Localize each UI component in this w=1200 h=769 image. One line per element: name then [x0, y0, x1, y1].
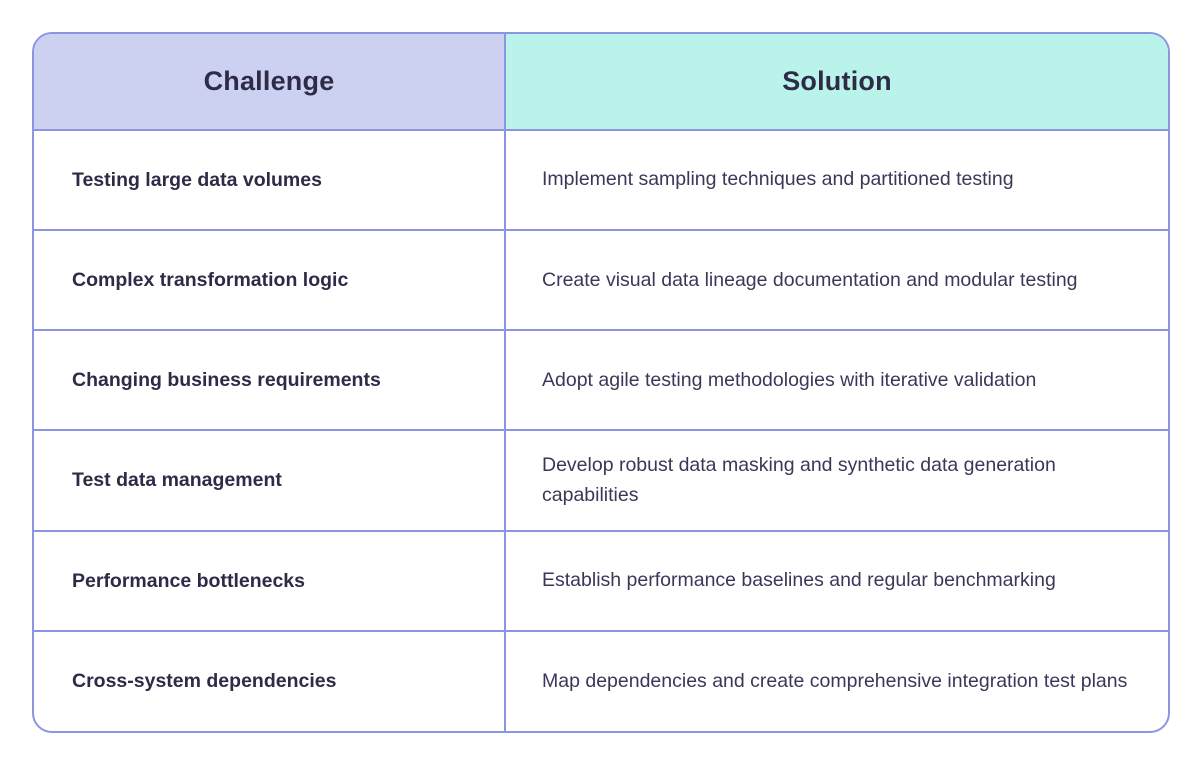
cell-challenge: Changing business requirements: [34, 329, 506, 431]
column-header-challenge: Challenge: [34, 34, 506, 131]
cell-solution: Map dependencies and create comprehensiv…: [505, 629, 1168, 731]
column-header-solution: Solution: [505, 34, 1168, 131]
table-row: Testing large data volumes Implement sam…: [34, 130, 1168, 231]
cell-challenge: Performance bottlenecks: [34, 529, 506, 631]
solution-text: Map dependencies and create comprehensiv…: [542, 669, 1128, 692]
solution-text: Establish performance baselines and regu…: [542, 569, 1056, 592]
table-body: Testing large data volumes Implement sam…: [34, 130, 1168, 731]
challenge-text: Cross-system dependencies: [72, 670, 337, 693]
cell-solution: Adopt agile testing methodologies with i…: [505, 329, 1168, 431]
cell-solution: Implement sampling techniques and partit…: [505, 130, 1168, 230]
cell-solution: Develop robust data masking and syntheti…: [505, 429, 1168, 531]
cell-solution: Establish performance baselines and regu…: [505, 529, 1168, 631]
challenge-text: Changing business requirements: [72, 369, 381, 392]
solution-text: Implement sampling techniques and partit…: [542, 168, 1014, 191]
solution-text: Adopt agile testing methodologies with i…: [542, 368, 1037, 391]
table-row: Test data management Develop robust data…: [34, 429, 1168, 531]
solution-text: Develop robust data masking and syntheti…: [542, 454, 1056, 506]
challenge-solution-table: Challenge Solution Testing large data vo…: [34, 34, 1168, 731]
challenge-text: Complex transformation logic: [72, 269, 349, 292]
challenge-text: Performance bottlenecks: [72, 569, 306, 592]
table-row: Changing business requirements Adopt agi…: [34, 329, 1168, 431]
cell-challenge: Test data management: [34, 429, 506, 531]
table-header: Challenge Solution: [34, 34, 1168, 131]
table-header-row: Challenge Solution: [34, 34, 1168, 131]
cell-challenge: Complex transformation logic: [34, 229, 506, 331]
challenge-text: Testing large data volumes: [72, 168, 322, 191]
challenge-solution-table-container: Challenge Solution Testing large data vo…: [32, 32, 1170, 733]
solution-text: Create visual data lineage documentation…: [542, 268, 1078, 291]
cell-challenge: Cross-system dependencies: [34, 629, 506, 731]
table-row: Cross-system dependencies Map dependenci…: [34, 629, 1168, 731]
cell-solution: Create visual data lineage documentation…: [505, 229, 1168, 331]
cell-challenge: Testing large data volumes: [34, 130, 506, 231]
table-row: Performance bottlenecks Establish perfor…: [34, 529, 1168, 631]
table-row: Complex transformation logic Create visu…: [34, 229, 1168, 331]
challenge-text: Test data management: [72, 469, 282, 492]
